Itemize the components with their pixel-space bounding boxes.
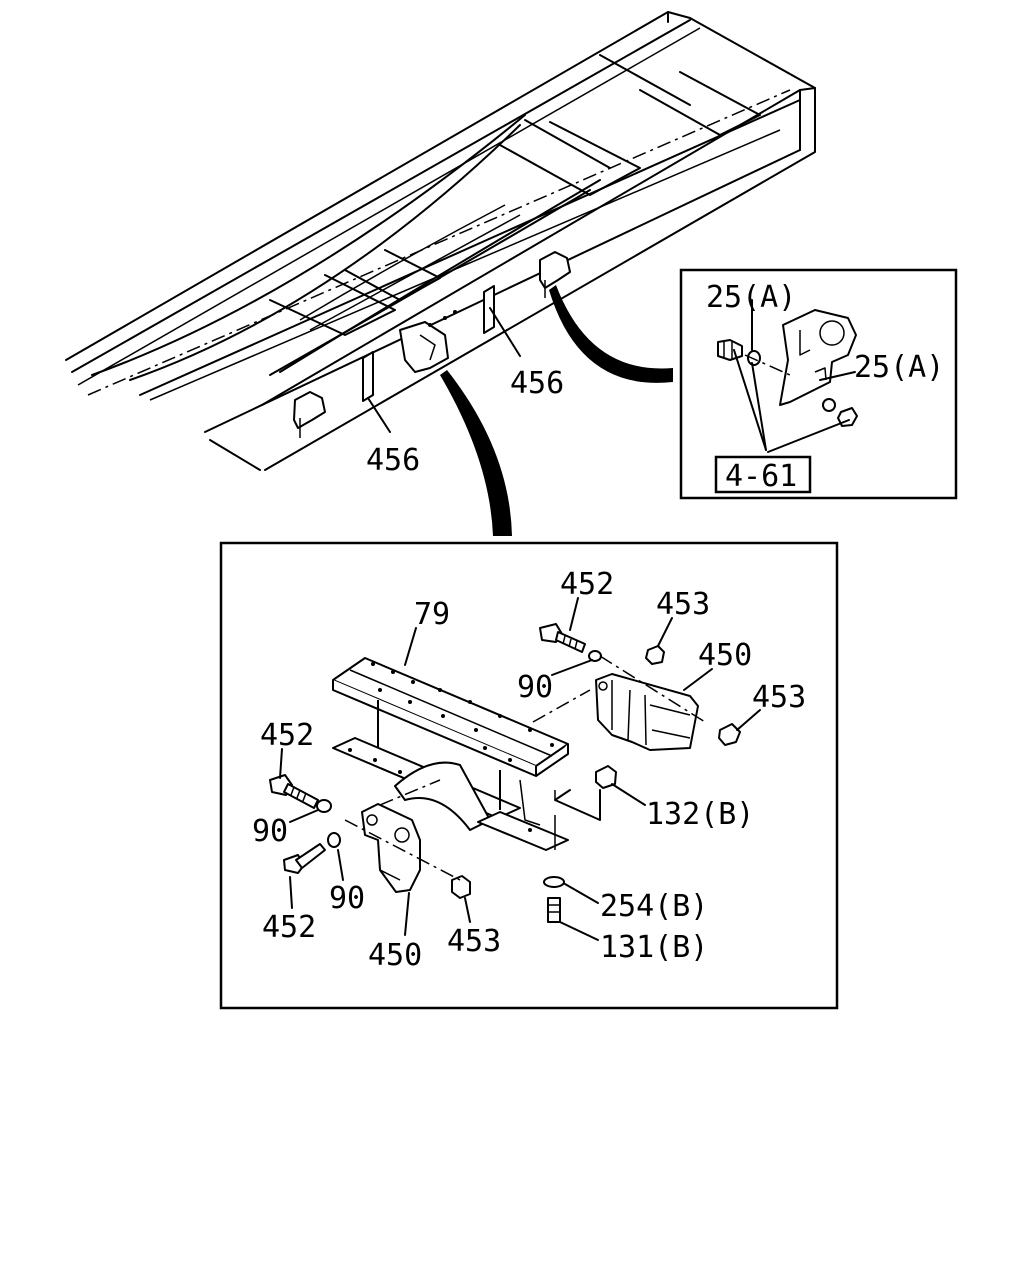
label-90-left: 90 (252, 814, 288, 849)
label-79: 79 (414, 597, 450, 632)
label-450-right: 450 (698, 638, 752, 673)
label-453-left: 453 (447, 924, 501, 959)
chassis-frame (65, 11, 816, 471)
label-453-upper: 453 (656, 587, 710, 622)
label-90-lower: 90 (329, 881, 365, 916)
label-131b: 131(B) (600, 930, 708, 965)
callout-456-left: 456 (366, 443, 420, 478)
label-452-upper: 452 (560, 567, 614, 602)
reference-4-61: 4-61 (725, 459, 797, 494)
label-450-left: 450 (368, 938, 422, 973)
connector-arrow-to-top-inset (549, 285, 673, 383)
label-90-upper: 90 (517, 670, 553, 705)
label-254b: 254(B) (600, 889, 708, 924)
connector-arrow-to-bottom-inset (440, 370, 512, 536)
label-452-lower: 452 (262, 910, 316, 945)
label-25a-upper: 25(A) (706, 280, 796, 315)
bottom-inset (219, 541, 839, 1010)
label-25a-lower: 25(A) (854, 350, 944, 385)
label-452-left: 452 (260, 718, 314, 753)
top-inset (679, 268, 958, 500)
label-132b: 132(B) (646, 797, 754, 832)
callout-456-right: 456 (510, 366, 564, 401)
label-453-right: 453 (752, 680, 806, 715)
